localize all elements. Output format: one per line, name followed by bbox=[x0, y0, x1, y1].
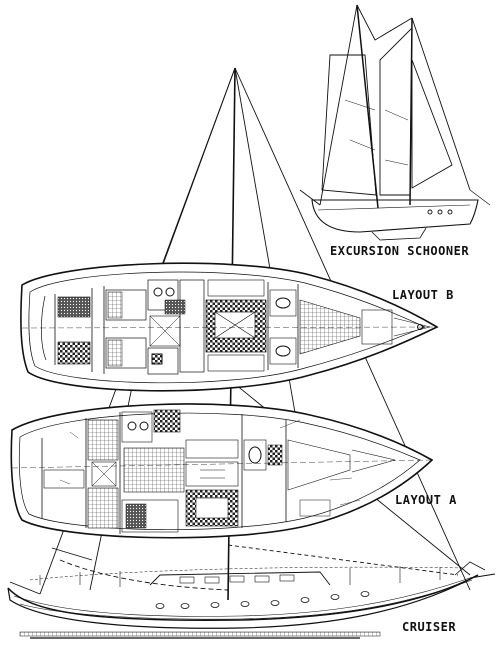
caption-cruiser: CRUISER bbox=[402, 620, 457, 634]
caption-excursion-schooner: EXCURSION SCHOONER bbox=[330, 244, 470, 258]
layout-a-plan bbox=[10, 403, 434, 539]
headsail-leech bbox=[149, 67, 236, 301]
excursion-schooner bbox=[299, 4, 491, 241]
layout-b-plan bbox=[20, 262, 439, 392]
caption-layout-b: LAYOUT B bbox=[392, 288, 454, 302]
cruiser-profile bbox=[7, 561, 496, 639]
caption-layout-a: LAYOUT A bbox=[395, 493, 457, 507]
portholes bbox=[155, 591, 370, 609]
